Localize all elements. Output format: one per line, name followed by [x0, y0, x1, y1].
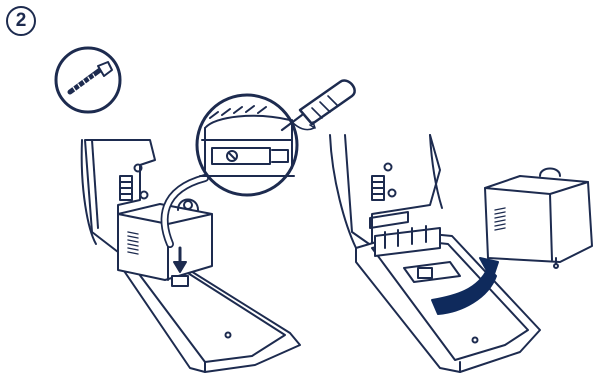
screw-icon	[67, 61, 113, 95]
screwdriver-icon	[280, 79, 356, 132]
screw-hole-top	[133, 163, 143, 173]
left-device	[80, 139, 301, 373]
curved-lift-arrow-icon	[431, 257, 499, 315]
screw-callout	[54, 46, 122, 114]
screw-hole-bottom	[139, 190, 149, 200]
module-box-removed	[484, 167, 593, 269]
step-number-badge: 2	[6, 6, 36, 36]
detail-magnifier	[195, 79, 356, 197]
down-arrow-icon	[173, 246, 187, 273]
step-number: 2	[15, 10, 27, 31]
terminal-block	[119, 175, 133, 201]
terminal-block-right	[371, 175, 385, 201]
